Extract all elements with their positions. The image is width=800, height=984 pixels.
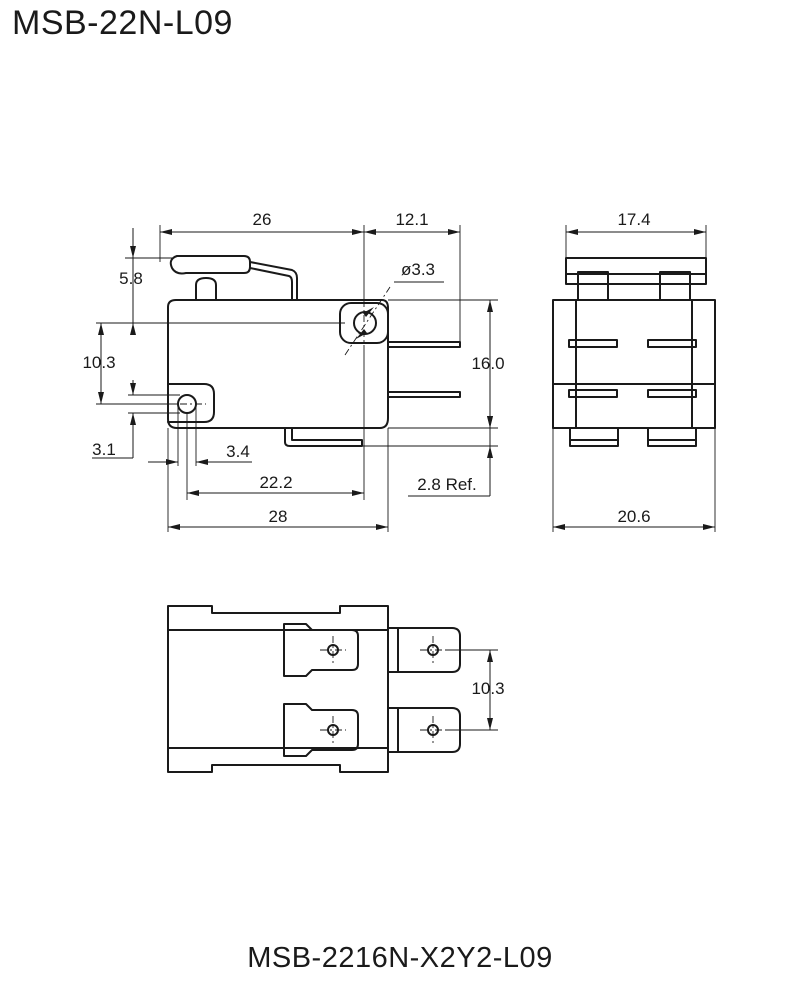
- right-terminals: [387, 341, 461, 398]
- dim-label-28: 28: [269, 507, 288, 526]
- dim-hole-spacing: 10.3: [82, 323, 116, 404]
- dim-body-height: 16.0: [471, 300, 505, 428]
- dim-side-width: 20.6: [552, 428, 716, 532]
- top-model-title: MSB-22N-L09: [12, 4, 233, 42]
- bottom-view: [167, 605, 461, 773]
- dim-label-10-3: 10.3: [82, 353, 115, 372]
- dim-terminal-spacing: 10.3: [446, 649, 505, 731]
- dim-label-3-1: 3.1: [92, 440, 116, 459]
- bottom-model-title: MSB-2216N-X2Y2-L09: [247, 942, 553, 974]
- dim-label-22-2: 22.2: [259, 473, 292, 492]
- dim-label-20-6: 20.6: [617, 507, 650, 526]
- front-view-construction-lines: [96, 225, 498, 532]
- dim-label-17-4: 17.4: [617, 210, 650, 229]
- dim-label-16-0: 16.0: [471, 354, 504, 373]
- pivot-boss: [167, 383, 215, 423]
- dim-label-terminal-10-3: 10.3: [471, 679, 504, 698]
- dim-label-5-8: 5.8: [119, 269, 143, 288]
- dim-ref-offset: 2.8 Ref.: [408, 416, 493, 497]
- dim-label-hole-diameter: ø3.3: [401, 260, 435, 279]
- dim-pivot-offset: 3.1: [92, 380, 136, 459]
- dim-lever-length: 26: [160, 210, 364, 235]
- switch-body: [167, 299, 389, 429]
- dim-side-top-width: 17.4: [565, 210, 707, 258]
- bottom-terminal: [284, 427, 363, 447]
- dim-hole-center-distance: 22.2: [187, 473, 364, 496]
- dim-label-3-4: 3.4: [226, 442, 250, 461]
- dim-hole-diameter: ø3.3: [356, 260, 444, 339]
- front-view: [167, 255, 461, 447]
- side-view: [552, 257, 716, 447]
- actuator-lever: [169, 255, 298, 301]
- dim-label-26: 26: [253, 210, 272, 229]
- dim-terminal-offset: 12.1: [364, 210, 460, 235]
- dim-pivot-diameter: 3.4: [148, 442, 252, 465]
- dim-label-ref: 2.8 Ref.: [417, 475, 477, 494]
- dim-label-12-1: 12.1: [395, 210, 428, 229]
- dim-body-length: 28: [168, 507, 388, 530]
- dim-lever-height: 5.8: [119, 228, 143, 335]
